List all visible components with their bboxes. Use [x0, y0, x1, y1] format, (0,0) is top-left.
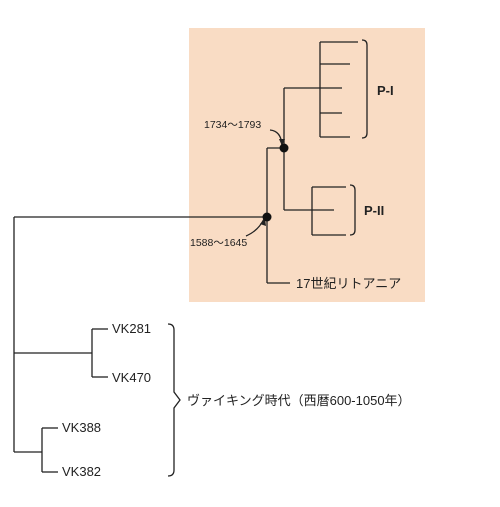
sample-label-vk382: VK382 [62, 464, 101, 479]
viking-bracket [167, 323, 181, 477]
lower-node-date: 1588～1645 [190, 237, 247, 249]
upper-dated-node [279, 143, 289, 153]
lithuania-label: 17世紀リトアニア [296, 276, 401, 291]
viking-period-label: ヴァイキング時代（西暦600-1050年） [187, 393, 411, 408]
sample-label-vk470: VK470 [112, 370, 151, 385]
highlight-box [189, 28, 425, 302]
sample-label-vk281: VK281 [112, 321, 151, 336]
clade-label-p1: P-I [377, 83, 394, 98]
upper-date-arrowhead [279, 139, 285, 146]
upper-node-date: 1734～1793 [204, 119, 261, 131]
p1-bracket [361, 39, 368, 139]
p2-bracket [349, 184, 356, 236]
lower-dated-node [262, 212, 272, 222]
clade-label-p2: P-II [364, 203, 384, 218]
sample-label-vk388: VK388 [62, 420, 101, 435]
